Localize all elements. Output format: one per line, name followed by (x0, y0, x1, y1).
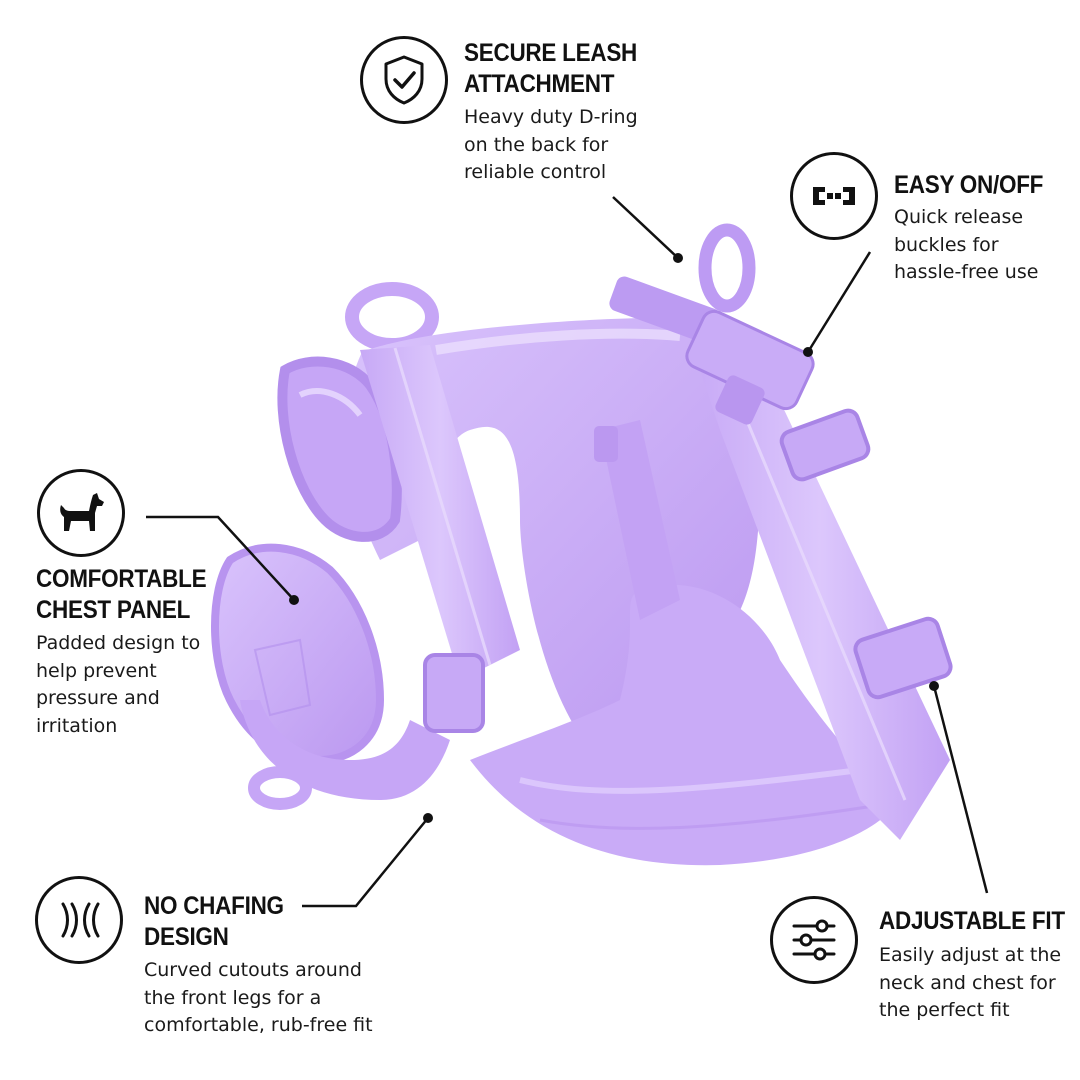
dog-icon (60, 493, 104, 531)
curved-lines-icon (61, 902, 100, 938)
adjust-title: ADJUSTABLE FIT (879, 907, 1065, 935)
easy-title: EASY ON/OFF (894, 171, 1044, 199)
side-clip (594, 426, 618, 462)
easy-description: Quick release buckles for hassle-free us… (894, 206, 1039, 283)
comfort-leader-dot (289, 595, 299, 605)
comfort-description: Padded design to help prevent pressure a… (36, 632, 201, 737)
quick-release-buckle-icon (813, 187, 855, 205)
upper-slider (779, 408, 871, 482)
inner-strap (600, 420, 680, 620)
comfort-title: COMFORTABLE CHEST PANEL (36, 565, 207, 624)
chafe-leader-dot (423, 813, 433, 823)
adjust-leader-dot (929, 681, 939, 691)
secure-leader-line (612, 196, 679, 259)
comfort-leader-line (146, 515, 295, 601)
neck-strap (360, 345, 520, 680)
shoulder-pad (277, 356, 402, 542)
easy-icon-circle (790, 152, 878, 240)
chafe-leader-line (302, 817, 429, 908)
adjust-description: Easily adjust at the neck and chest for … (879, 944, 1062, 1021)
secure-title: SECURE LEASH ATTACHMENT (464, 39, 638, 98)
shield-check-icon (384, 55, 424, 105)
belly-panel (470, 584, 900, 866)
easy-leader-dot (803, 347, 813, 357)
chafe-title: NO CHAFING DESIGN (144, 892, 284, 951)
neck-slider (423, 653, 485, 733)
adjust-icon-circle (770, 896, 858, 984)
top-buckle (609, 276, 815, 425)
secure-leader-dot (673, 253, 683, 263)
comfort-icon-circle (37, 469, 125, 557)
lower-left-ring (248, 766, 312, 810)
chest-strap (690, 340, 950, 840)
easy-leader-line (806, 251, 872, 353)
sliders-icon (792, 919, 836, 961)
secure-description: Heavy duty D-ring on the back for reliab… (464, 106, 638, 183)
lower-slider (853, 616, 953, 700)
back-d-ring (698, 223, 756, 313)
chafe-description: Curved cutouts around the front legs for… (144, 959, 373, 1036)
adjust-leader-line (932, 685, 989, 894)
secure-icon-circle (360, 36, 448, 124)
chafe-icon-circle (35, 876, 123, 964)
